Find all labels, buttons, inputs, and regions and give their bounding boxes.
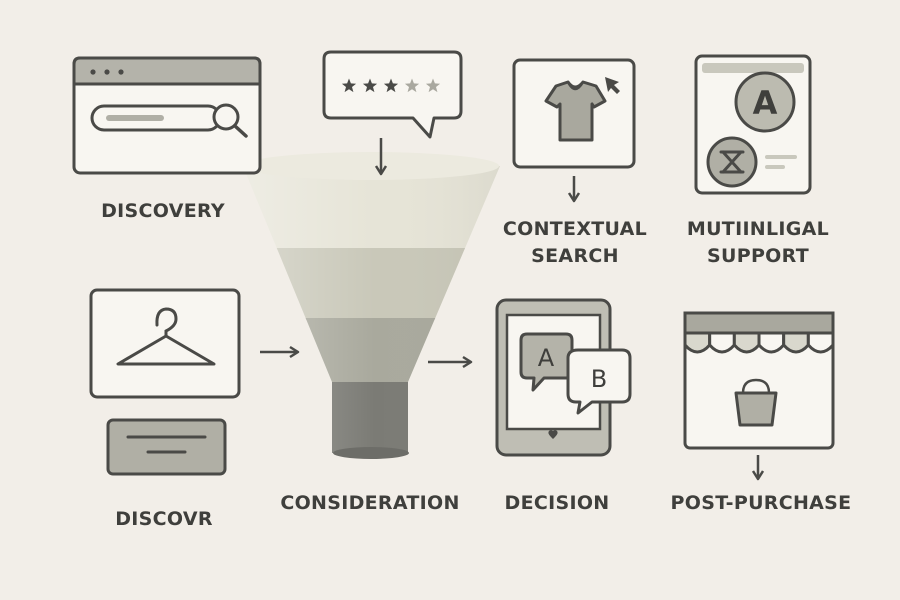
awning-scallop xyxy=(806,331,835,354)
language-b-badge: B xyxy=(591,365,607,393)
arrow-icon xyxy=(260,345,300,359)
shirt-icon xyxy=(544,80,607,142)
label-decision: DECISION xyxy=(504,492,610,514)
awning-scallop xyxy=(757,331,786,354)
arrow-icon xyxy=(428,355,473,369)
rating-bubble-icon xyxy=(322,50,463,176)
star-filled-icon xyxy=(362,78,378,93)
label-multilingual-support: MUTIINLIGAL SUPPORT xyxy=(677,216,839,270)
tablet-chat-icon: A B xyxy=(495,298,632,457)
cursor-icon xyxy=(605,77,620,94)
star-filled-icon xyxy=(383,78,399,93)
tag-icon xyxy=(106,418,227,476)
label-discovery-bottom: DISCOVR xyxy=(115,508,213,530)
translate-card-icon: A xyxy=(694,54,812,195)
browser-search-icon xyxy=(72,56,262,175)
label-contextual-search: CONTEXTUAL SEARCH xyxy=(490,216,660,270)
awning-band xyxy=(683,311,835,335)
star-empty-icon xyxy=(425,78,441,93)
label-consideration: CONSIDERATION xyxy=(280,492,460,514)
awning-scallop xyxy=(708,331,736,354)
hanger-card xyxy=(89,288,241,399)
language-a-badge: A xyxy=(753,84,778,122)
awning-scallop xyxy=(732,331,761,354)
label-discovery-top: DISCOVERY xyxy=(101,200,225,222)
label-multilingual-support-line-1: MUTIINLIGAL xyxy=(686,218,830,240)
hanger-icon xyxy=(116,307,216,366)
funnel-icon xyxy=(243,152,500,459)
storefront-icon xyxy=(683,311,835,481)
shirt-card xyxy=(512,58,636,203)
star-empty-icon xyxy=(404,78,420,93)
label-multilingual-support-line-2: SUPPORT xyxy=(707,245,809,267)
language-a-badge: A xyxy=(538,344,555,372)
label-contextual-search-line-2: SEARCH xyxy=(531,245,619,267)
label-contextual-search-line-1: CONTEXTUAL xyxy=(502,218,648,240)
star-filled-icon xyxy=(341,78,357,93)
label-post-purchase: POST-PURCHASE xyxy=(670,492,852,514)
shopping-bag-icon xyxy=(734,378,778,427)
awning-scallop xyxy=(683,331,712,354)
awning-scallop xyxy=(782,331,810,354)
